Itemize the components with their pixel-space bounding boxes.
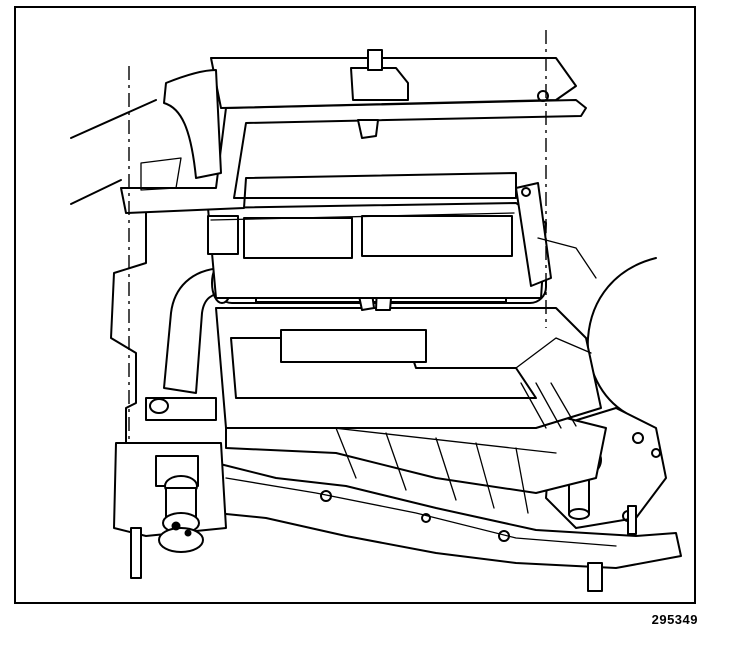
illustration-frame	[14, 6, 696, 604]
left-case-edge	[110, 202, 147, 479]
lower-case-housing	[115, 462, 682, 569]
figure-id-number: 295349	[651, 612, 698, 627]
leader-line-upper	[70, 99, 157, 139]
leader-line-lower	[70, 179, 122, 205]
cover-mount-boss	[350, 67, 409, 101]
drain-tube	[130, 527, 142, 579]
cover-side-duct	[163, 69, 222, 179]
hvac-module-line-drawing	[70, 30, 682, 592]
blower-housing-arc	[586, 257, 657, 414]
